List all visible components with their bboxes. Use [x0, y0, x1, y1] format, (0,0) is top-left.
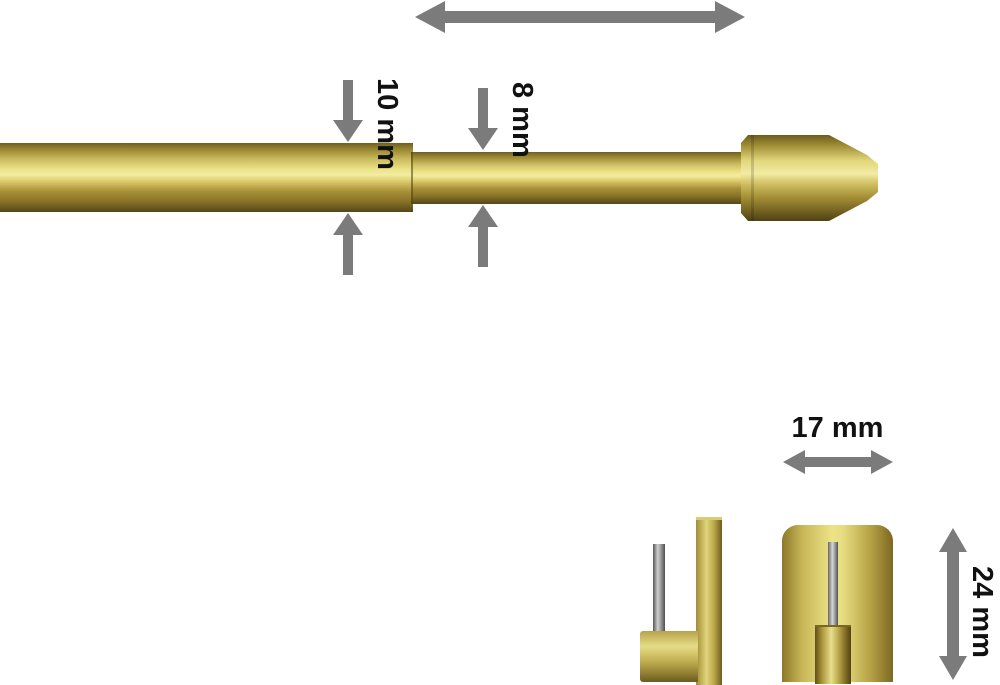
hook-front-view-pin-holder	[815, 625, 851, 684]
rod-outer-tube	[0, 143, 413, 212]
bracket-height-double-arrow-icon	[939, 528, 967, 680]
rod-inner-diameter-label: 8 mm	[506, 82, 538, 158]
outer-diameter-arrow-down-icon	[333, 80, 363, 142]
bracket-width-label: 17 mm	[791, 412, 884, 444]
outer-diameter-arrow-up-icon	[333, 213, 363, 275]
rod-inner-tube	[411, 152, 745, 204]
hook-side-view-pin	[653, 544, 665, 640]
rod-finial	[741, 135, 878, 221]
inner-diameter-arrow-down-icon	[468, 88, 498, 150]
inner-diameter-arrow-up-icon	[468, 205, 498, 267]
bracket-width-double-arrow-icon	[783, 450, 893, 474]
hook-side-view-base	[640, 631, 698, 682]
bracket-height-label: 24 mm	[966, 566, 998, 658]
rod-outer-diameter-label: 10 mm	[371, 78, 403, 170]
rod-span-double-arrow-icon	[415, 1, 745, 33]
hook-front-view-pin	[828, 542, 838, 632]
hook-side-view-plate	[696, 517, 722, 685]
